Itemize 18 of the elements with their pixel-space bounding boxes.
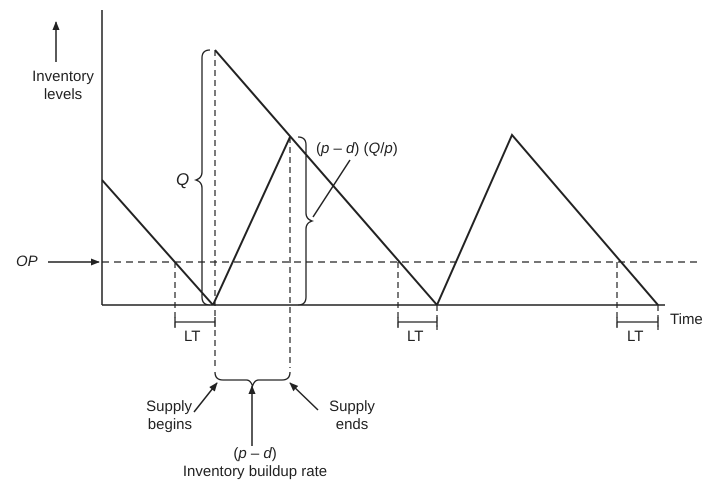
annotation-text: Supply begins — [112, 398, 192, 434]
annotation-text: (p – d) Inventory buildup rate — [140, 445, 370, 481]
annotation-text: Supply ends — [316, 398, 388, 434]
annotation-text: (p – d) (Q/p) — [316, 140, 476, 158]
arrow — [248, 385, 256, 446]
arrow — [48, 258, 100, 266]
brace — [214, 372, 291, 387]
axis-label: Inventory levels — [31, 68, 95, 104]
arrow — [193, 382, 218, 412]
annotation-text: OP — [16, 253, 48, 271]
brace — [298, 136, 313, 306]
lead-time-label: LT — [627, 328, 644, 346]
lead-time-label: LT — [407, 328, 424, 346]
lead-time-label: LT — [184, 328, 200, 346]
axis-label: Time — [670, 311, 703, 329]
dimension-label: Q — [176, 171, 190, 189]
leader-line — [312, 160, 351, 218]
arrow — [289, 382, 319, 411]
